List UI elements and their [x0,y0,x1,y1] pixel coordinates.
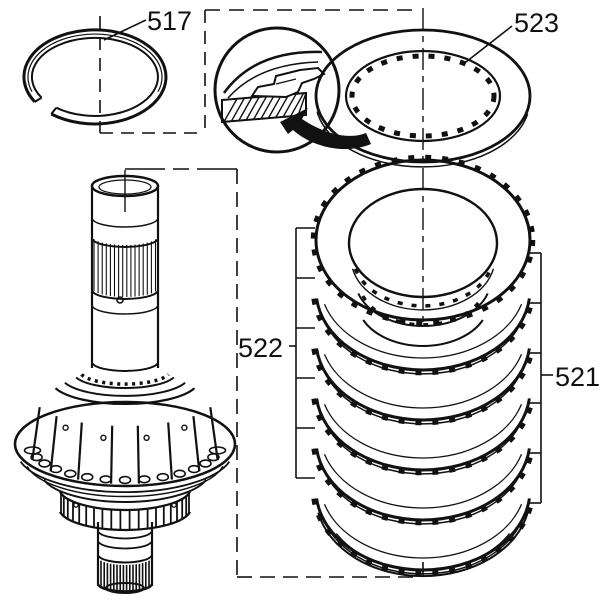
bracket-522 [295,227,315,479]
leader-lines [103,19,553,376]
shaft-spline-band [93,239,157,297]
ring-gear-teeth [60,493,190,530]
clutch-plate-stack [310,154,536,578]
curved-arrow-icon [280,108,371,150]
flange-hole-ring [23,446,227,485]
callout-label-522: 522 [238,333,283,363]
backing-plate-drawing [314,28,532,168]
cross-section-inset [213,26,341,154]
bracket-521 [528,252,542,504]
callout-label-517: 517 [147,6,192,36]
callout-label-523: 523 [514,8,559,38]
hatch-pattern [223,92,307,123]
callout-label-521: 521 [555,362,600,392]
shaft-assembly-drawing [13,174,237,594]
carrier-pillars [31,407,219,484]
snap-ring-drawing [22,28,168,126]
